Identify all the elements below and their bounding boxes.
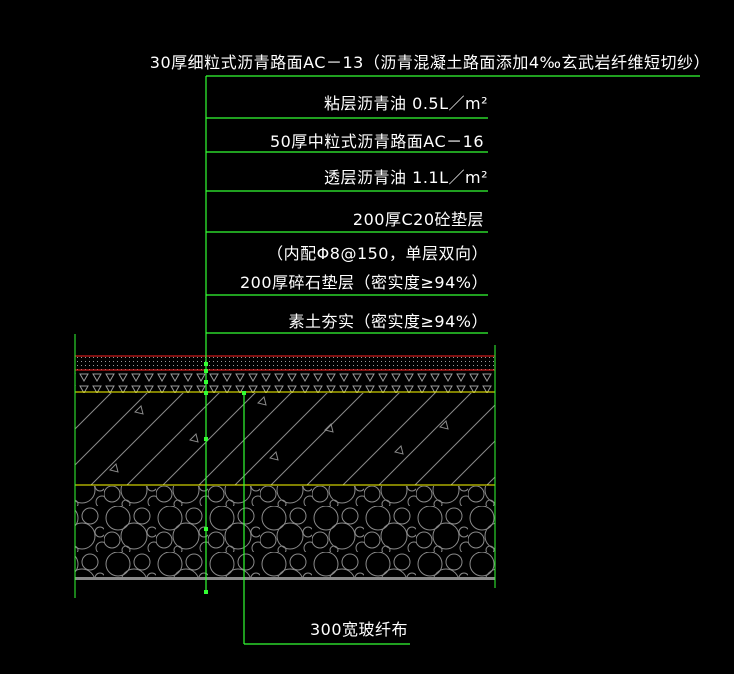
callout-concrete-cushion: 200厚C20砼垫层 — [352, 210, 484, 229]
callout-tack-coat: 粘层沥青油 0.5L／m² — [324, 94, 488, 113]
callout-glass-fiber-cloth: 300宽玻纤布 — [309, 620, 408, 639]
callout-gravel-cushion: 200厚碎石垫层（密实度≥94%） — [239, 273, 488, 292]
callout-surface-course: 30厚细粒式沥青路面AC－13（沥青混凝土路面添加4‰玄武岩纤维短切纱） — [149, 53, 710, 72]
callout-middle-course: 50厚中粒式沥青路面AC－16 — [269, 132, 484, 151]
callout-reinforcement: （内配Φ8@150，单层双向） — [267, 244, 488, 263]
callout-prime-coat: 透层沥青油 1.1L／m² — [324, 168, 488, 187]
callout-subgrade: 素土夯实（密实度≥94%） — [288, 312, 488, 331]
